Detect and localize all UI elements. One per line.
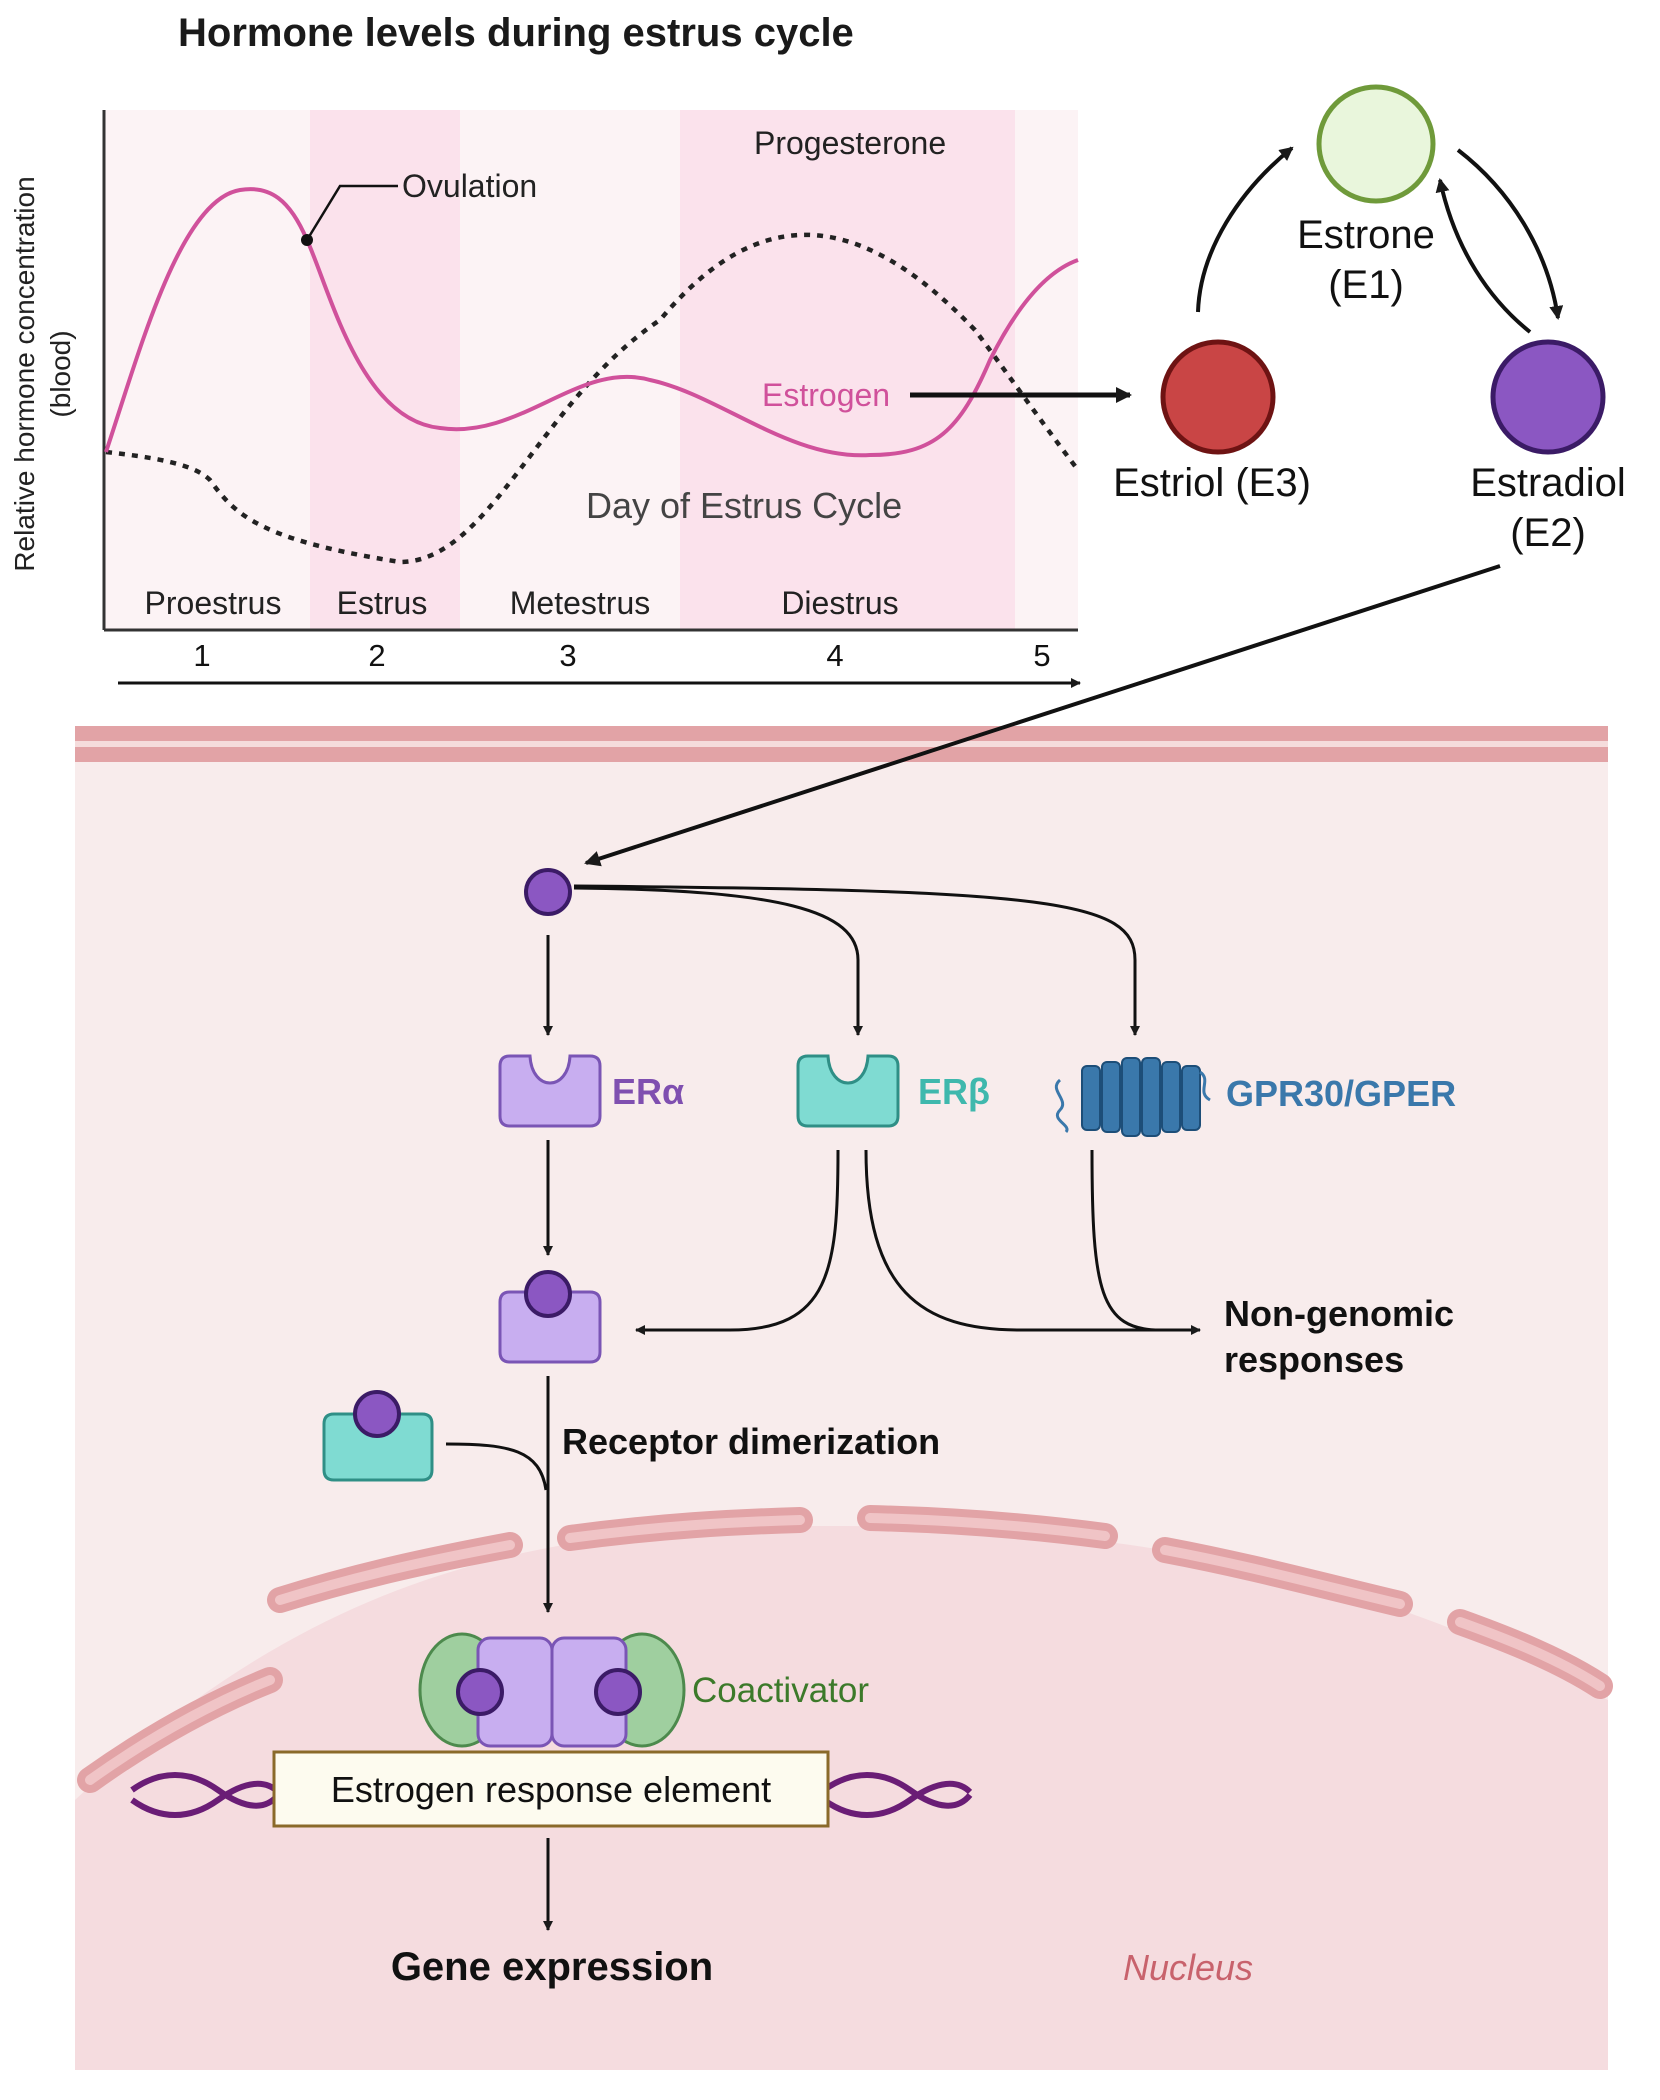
- estrone-circle: [1316, 84, 1436, 204]
- non-genomic-label: Non-genomic: [1224, 1293, 1454, 1334]
- estrogen-label: Estrogen: [762, 377, 890, 413]
- y-axis-label-line1: Relative hormone concentration: [9, 176, 40, 571]
- dna-left: [130, 1772, 281, 1818]
- x-axis-title: Day of Estrus Cycle: [586, 485, 902, 526]
- phase-label-proestrus: Proestrus: [145, 585, 282, 621]
- bound-er-beta: [322, 1390, 434, 1482]
- estrone-sublabel: (E1): [1328, 263, 1404, 307]
- er-beta-to-nongenomic-arrow: [864, 1149, 1201, 1335]
- ovulation-label: Ovulation: [402, 168, 537, 204]
- ovulation-leader-line: [305, 184, 398, 241]
- non-genomic-sublabel: responses: [1224, 1339, 1404, 1380]
- day-tick-5: 5: [1033, 638, 1050, 673]
- gpr30-receptor: [1054, 1057, 1211, 1137]
- estradiol-molecule: [524, 868, 572, 916]
- ere-label: Estrogen response element: [331, 1769, 771, 1810]
- estradiol-circle: [1490, 339, 1606, 455]
- er-beta-dimerization-arrow: [445, 1442, 548, 1491]
- gpr30-label: GPR30/GPER: [1226, 1073, 1456, 1114]
- phase-bands: [104, 110, 1078, 630]
- estrone-to-estradiol-arrow: [1456, 148, 1564, 320]
- day-tick-3: 3: [559, 638, 576, 673]
- y-axis-label-line2: (blood): [45, 330, 76, 417]
- estradiol-label: Estradiol: [1470, 461, 1626, 505]
- estrone-label: Estrone: [1297, 213, 1435, 257]
- estrogen-types-cycle: Estrone (E1) Estriol (E3) Estradiol (E2): [910, 84, 1626, 555]
- dna-right: [822, 1772, 973, 1818]
- phase-band-proestrus: [104, 110, 310, 630]
- estradiol-to-estrone-arrow: [1435, 178, 1532, 334]
- bound-er-alpha: [498, 1270, 602, 1364]
- er-alpha-label: ERα: [612, 1071, 684, 1112]
- chart-title: Hormone levels during estrus cycle: [178, 11, 854, 55]
- receptor-dimerization-label: Receptor dimerization: [562, 1421, 940, 1462]
- arrow-to-er-beta: [573, 886, 863, 1036]
- phase-band-diestrus: [680, 110, 1015, 630]
- arrow-to-gpr30: [573, 884, 1140, 1036]
- nuclear-envelope-highlight: [85, 1513, 1605, 1785]
- estradiol-sublabel: (E2): [1510, 511, 1586, 555]
- er-alpha-receptor: [498, 1054, 602, 1128]
- cell: ERα ERβ GPR30/GPER Non-genomic responses: [75, 564, 1613, 2070]
- receptor-dimer-complex: [418, 1632, 686, 1748]
- estriol-to-estrone-arrow: [1196, 146, 1294, 313]
- day-tick-4: 4: [826, 638, 843, 673]
- phase-band-estrus: [310, 110, 460, 630]
- phase-label-estrus: Estrus: [337, 585, 428, 621]
- estrogen-curve: [104, 187, 1079, 458]
- phase-band-day5: [1015, 110, 1078, 630]
- coactivator-label: Coactivator: [692, 1671, 869, 1710]
- day-tick-1: 1: [193, 638, 210, 673]
- er-beta-label: ERβ: [918, 1071, 990, 1112]
- day-tick-2: 2: [368, 638, 385, 673]
- estriol-label: Estriol (E3): [1113, 461, 1311, 505]
- progesterone-curve: [105, 232, 1080, 565]
- phase-label-metestrus: Metestrus: [510, 585, 650, 621]
- chart-area: Relative hormone concentration (blood) O…: [9, 110, 1081, 688]
- nucleus-label: Nucleus: [1123, 1947, 1253, 1988]
- progesterone-label: Progesterone: [754, 125, 946, 161]
- gpr30-to-nongenomic-arrow: [1090, 1149, 1161, 1332]
- estriol-circle: [1160, 339, 1276, 455]
- er-beta-to-bound-arrow: [635, 1149, 840, 1335]
- gene-expression-label: Gene expression: [391, 1945, 713, 1989]
- phase-label-diestrus: Diestrus: [781, 585, 898, 621]
- phase-band-metestrus: [460, 110, 680, 630]
- er-beta-receptor: [796, 1054, 900, 1128]
- ere-box: [272, 1750, 830, 1828]
- estradiol-to-cell-arrow: [584, 564, 1501, 867]
